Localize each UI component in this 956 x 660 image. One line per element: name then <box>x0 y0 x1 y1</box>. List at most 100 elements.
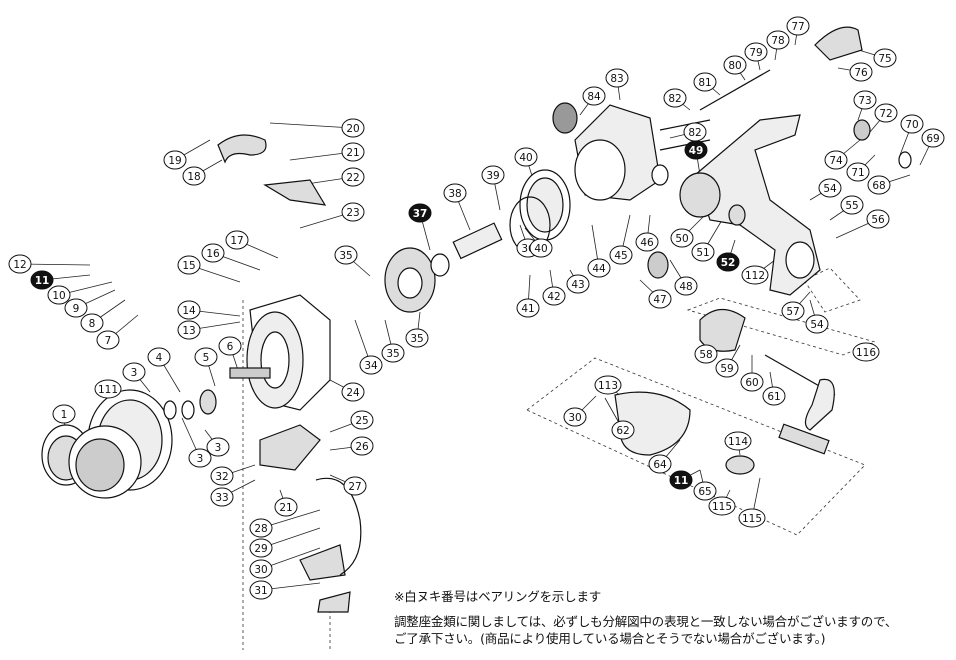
part-number: 58 <box>699 349 712 361</box>
part-callout: 55 <box>840 195 864 215</box>
part-callout: 22 <box>341 167 365 187</box>
part-shape <box>163 400 177 420</box>
part-callout: 61 <box>762 386 786 406</box>
part-number: 22 <box>346 172 359 184</box>
part-number: 46 <box>640 237 654 249</box>
part-number: 50 <box>675 233 688 245</box>
part-number: 6 <box>227 341 234 353</box>
part-number: 35 <box>339 250 352 262</box>
part-callout: 69 <box>921 128 945 148</box>
part-number: 48 <box>679 281 692 293</box>
washer-note-line-2: ご了承下さい。(商品により使用している場合とそうでない場合がございます。) <box>394 631 826 646</box>
part-number: 3 <box>131 367 138 379</box>
part-callout: 48 <box>674 276 698 296</box>
part-number: 71 <box>851 167 864 179</box>
part-callout: 3 <box>188 448 212 468</box>
part-number: 38 <box>448 188 461 200</box>
part-callout: 74 <box>824 150 848 170</box>
part-callout: 7 <box>96 330 120 350</box>
bearing-note: ※白ヌキ番号はベアリングを示します <box>394 589 602 604</box>
part-number: 81 <box>698 77 711 89</box>
part-number: 70 <box>905 119 918 131</box>
assembly-group-outline <box>686 297 877 356</box>
part-number: 112 <box>745 270 765 282</box>
part-callout: 115 <box>738 508 766 528</box>
part-callout: 73 <box>853 90 877 110</box>
part-callout: 18 <box>182 166 206 186</box>
part-number: 40 <box>519 152 532 164</box>
part-number: 11 <box>35 275 50 287</box>
part-callout: 13 <box>177 320 201 340</box>
part-number: 27 <box>348 481 361 493</box>
part-number: 4 <box>156 352 163 364</box>
part-callout: 54 <box>818 178 842 198</box>
part-number: 13 <box>182 325 195 337</box>
part-number: 25 <box>355 415 368 427</box>
part-number: 84 <box>587 91 601 103</box>
part-callout: 71 <box>846 162 870 182</box>
part-callout: 57 <box>781 301 805 321</box>
part-number: 64 <box>653 459 667 471</box>
part-callout: 47 <box>648 289 672 309</box>
part-number: 14 <box>182 305 196 317</box>
part-shape <box>199 389 217 415</box>
part-shape <box>574 139 626 201</box>
leader-line <box>19 263 91 266</box>
part-callout: 46 <box>635 232 659 252</box>
part-callout: 114 <box>724 431 752 451</box>
part-callout: 14 <box>177 300 201 320</box>
part-number: 31 <box>254 585 267 597</box>
part-callout: 8 <box>80 313 104 333</box>
part-number: 57 <box>786 306 799 318</box>
part-number: 17 <box>230 235 243 247</box>
part-shape <box>75 438 125 492</box>
part-number: 72 <box>879 108 892 120</box>
part-number: 30 <box>254 564 267 576</box>
part-number: 9 <box>73 303 80 315</box>
part-number: 54 <box>810 319 824 331</box>
part-shape <box>728 204 746 226</box>
part-callout: 11 <box>669 470 693 490</box>
part-callout: 111 <box>94 379 122 399</box>
part-callout: 76 <box>849 62 873 82</box>
part-callout: 6 <box>218 336 242 356</box>
part-callout: 50 <box>670 228 694 248</box>
part-callout: 28 <box>249 518 273 538</box>
part-shape <box>315 477 362 576</box>
part-number: 34 <box>364 360 378 372</box>
part-number: 45 <box>614 250 627 262</box>
part-number: 40 <box>534 243 547 255</box>
part-callout: 25 <box>350 410 374 430</box>
part-callout: 3 <box>206 437 230 457</box>
part-callout: 84 <box>582 86 606 106</box>
part-number: 24 <box>346 387 360 399</box>
part-number: 115 <box>742 513 762 525</box>
part-number: 51 <box>696 247 709 259</box>
part-number: 113 <box>598 380 618 392</box>
part-shape <box>260 331 290 389</box>
part-callout: 35 <box>334 245 358 265</box>
part-callout: 10 <box>47 285 71 305</box>
part-callout: 1 <box>52 404 76 424</box>
part-callout: 5 <box>194 347 218 367</box>
part-number: 83 <box>610 73 623 85</box>
part-callout: 62 <box>611 420 635 440</box>
part-callout: 65 <box>693 481 717 501</box>
part-number: 30 <box>568 412 581 424</box>
part-number: 73 <box>858 95 871 107</box>
part-number: 54 <box>823 183 837 195</box>
part-number: 18 <box>187 171 200 183</box>
part-number: 68 <box>872 180 885 192</box>
part-callout: 15 <box>177 255 201 275</box>
part-shape <box>299 544 346 581</box>
part-number: 69 <box>926 133 939 145</box>
part-callout: 9 <box>64 298 88 318</box>
part-number: 42 <box>547 291 560 303</box>
part-shape <box>785 241 815 279</box>
part-callout: 82 <box>683 122 707 142</box>
part-callout: 60 <box>740 372 764 392</box>
part-number: 11 <box>674 475 689 487</box>
part-callout: 39 <box>481 165 505 185</box>
part-number: 77 <box>791 21 804 33</box>
